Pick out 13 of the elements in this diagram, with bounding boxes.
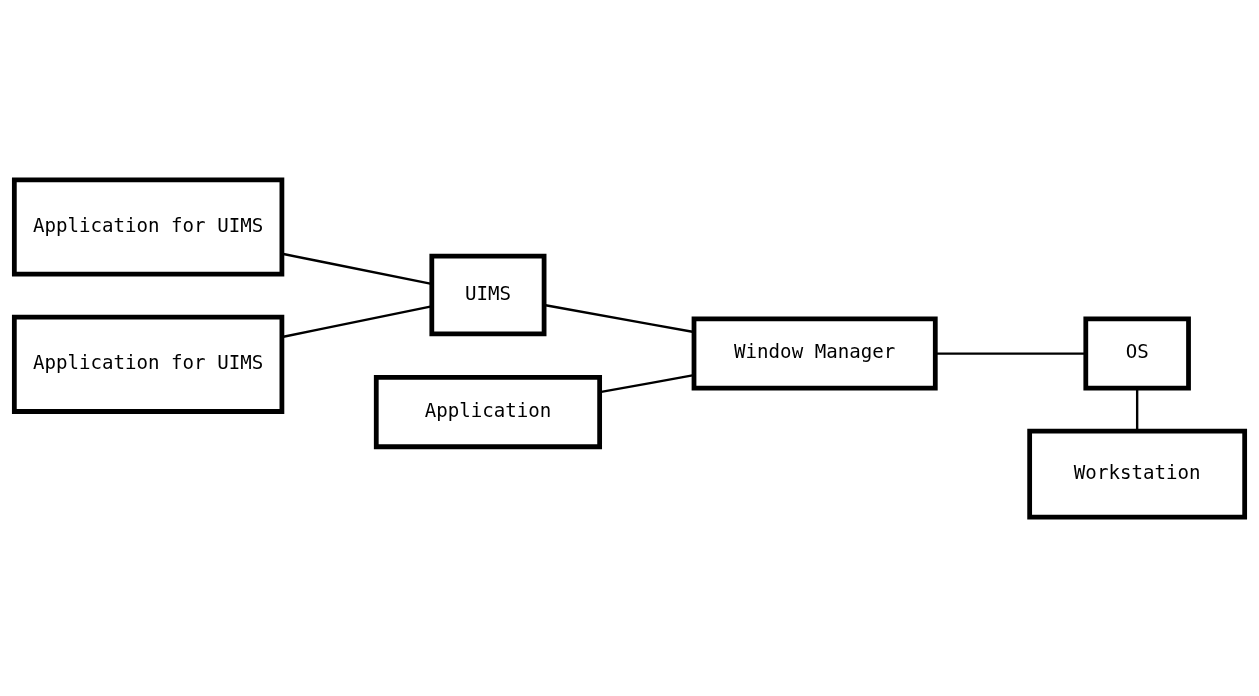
node-box: Application for UIMS (11, 176, 285, 277)
connector (543, 303, 695, 333)
node-box: Window Manager (691, 316, 938, 391)
node-box: Application for UIMS (11, 314, 285, 414)
node-box: Application (373, 374, 603, 449)
node-box: UIMS (429, 253, 547, 336)
connector (599, 373, 695, 393)
connector (281, 252, 432, 285)
connector (935, 351, 1086, 355)
connector (281, 304, 432, 338)
node-box: OS (1083, 316, 1191, 391)
connector (1135, 387, 1139, 431)
node-box: Workstation (1027, 428, 1248, 520)
